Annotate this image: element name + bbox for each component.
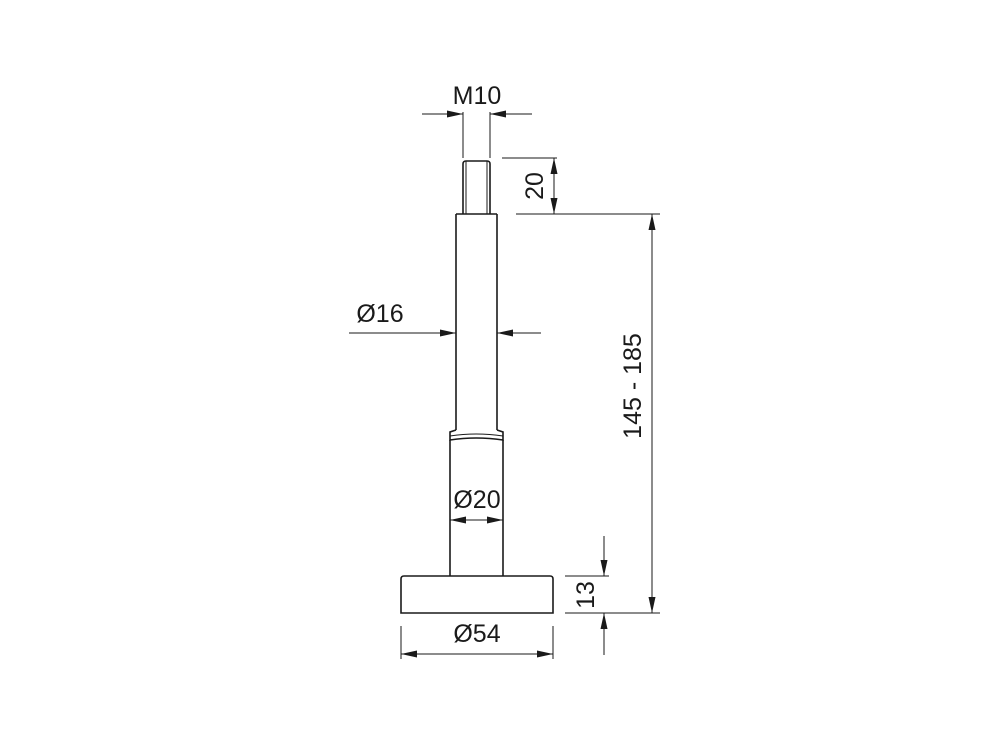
threaded-stud: [462, 160, 491, 214]
arrow-head: [487, 516, 503, 524]
arrow-head: [648, 214, 656, 230]
arrow-head: [648, 597, 656, 613]
arrow-head: [600, 613, 608, 629]
thread-length-label: 20: [521, 172, 549, 200]
thread-label: M10: [453, 82, 502, 110]
arrow-head: [401, 650, 417, 658]
arrow-head: [600, 560, 608, 576]
upper-shaft: [455, 214, 498, 430]
arrow-head: [550, 158, 558, 174]
base-diameter-label: Ø54: [453, 620, 500, 648]
adjust-range-label: 145 - 185: [619, 333, 647, 439]
arrow-head: [447, 110, 463, 118]
arrow-head: [537, 650, 553, 658]
dim-base-diameter: Ø54: [400, 620, 554, 659]
arrow-head: [450, 516, 466, 524]
upper-shaft-diameter-label: Ø16: [356, 300, 403, 328]
collar-ring-line: [449, 433, 504, 437]
arrow-head: [550, 198, 558, 214]
arrow-head: [440, 329, 456, 337]
dim-thread-diameter: M10: [422, 82, 532, 158]
dim-base-height: 13: [565, 536, 660, 655]
dim-upper-shaft-diameter: Ø16: [349, 300, 541, 337]
dim-lower-shaft-diameter: Ø20: [450, 486, 503, 524]
dim-thread-length: 20: [502, 157, 660, 215]
lower-shaft-diameter-label: Ø20: [453, 486, 500, 514]
collar-ring: [449, 429, 504, 441]
arrow-head: [490, 110, 506, 118]
base-plate: [400, 575, 554, 614]
lower-shaft: [449, 440, 504, 576]
leveling-foot-outline: [400, 160, 554, 614]
dim-adjust-range: 145 - 185: [619, 214, 656, 613]
base-height-label: 13: [572, 581, 600, 609]
arrow-head: [497, 329, 513, 337]
